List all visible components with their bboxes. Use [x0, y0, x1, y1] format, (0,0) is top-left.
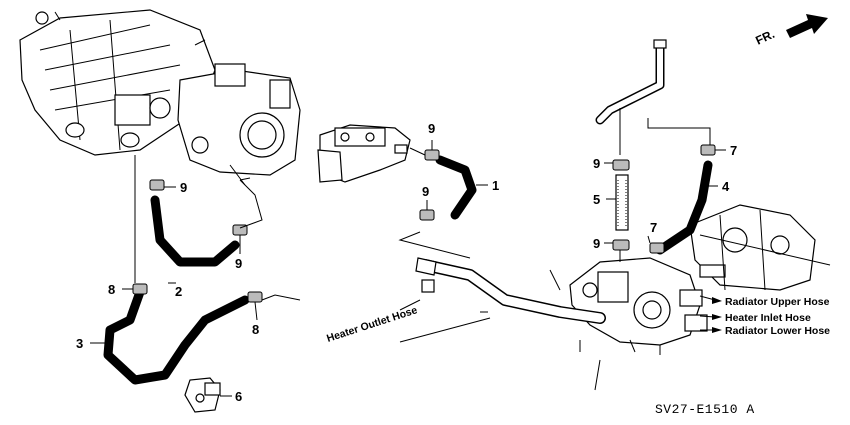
callout-6: 6 [235, 389, 242, 404]
direction-marker: FR. [753, 14, 828, 48]
callout-9-c: 9 [428, 121, 435, 136]
label-heater-outlet-hose: Heater Outlet Hose [325, 304, 419, 345]
bracket-6 [184, 377, 221, 413]
hose-3 [103, 287, 250, 385]
metal-water-pipe [595, 39, 711, 155]
callout-8-b: 8 [252, 322, 259, 337]
leader-lines [90, 140, 831, 397]
clamp-7-a [700, 144, 716, 156]
callout-7-a: 7 [730, 143, 737, 158]
clamp-9-a [149, 179, 165, 191]
hose-1 [435, 155, 477, 220]
clamp-9-f [612, 239, 630, 251]
label-heater-inlet-hose: Heater Inlet Hose [725, 312, 811, 324]
callout-8-a: 8 [108, 282, 115, 297]
hose-5 [615, 174, 629, 231]
callout-9-a: 9 [180, 180, 187, 195]
clamp-9-c [424, 149, 440, 161]
long-water-pipe [415, 257, 606, 352]
hose-4 [655, 160, 713, 255]
hose-2 [150, 195, 240, 267]
callout-2: 2 [175, 284, 182, 299]
clamp-8-b [247, 291, 263, 303]
label-pointers [399, 295, 722, 333]
callout-1: 1 [492, 178, 499, 193]
callout-3: 3 [76, 336, 83, 351]
clamp-8-a [132, 283, 148, 295]
label-radiator-upper-hose: Radiator Upper Hose [725, 296, 830, 308]
callout-9-d: 9 [422, 184, 429, 199]
callout-4: 4 [722, 179, 730, 194]
arrow-icon [786, 14, 828, 38]
callout-9-e: 9 [593, 156, 600, 171]
clamp-9-d [419, 209, 435, 221]
throttle-body [177, 63, 301, 186]
diagram-code: SV27-E1510 A [655, 402, 755, 417]
label-radiator-lower-hose: Radiator Lower Hose [725, 325, 830, 337]
callout-5: 5 [593, 192, 600, 207]
direction-label: FR. [753, 27, 776, 48]
clamp-9-e [612, 159, 630, 171]
callout-9-b: 9 [235, 256, 242, 271]
intake-manifold [19, 9, 216, 156]
callout-7-b: 7 [650, 220, 657, 235]
thermostat-housing [569, 257, 708, 355]
clamp-7-b [649, 242, 665, 254]
callout-9-f: 9 [593, 236, 600, 251]
idle-air-control-housing [317, 124, 411, 183]
